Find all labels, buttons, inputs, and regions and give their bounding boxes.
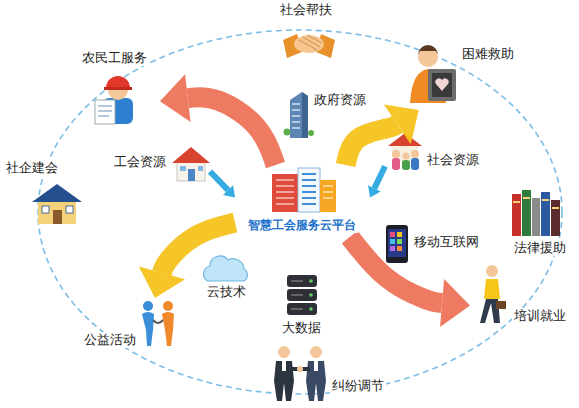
platform-title: 智慧工会服务云平台 — [246, 217, 358, 233]
node-label: 移动互联网 — [412, 234, 481, 250]
node-label: 社会资源 — [425, 152, 481, 168]
resource-node: 政府资源 — [280, 88, 370, 140]
node-label: 大数据 — [280, 320, 323, 336]
resource-node: 社会资源 — [385, 128, 485, 173]
node-label: 培训就业 — [512, 308, 568, 324]
service-node: 社会帮扶 — [268, 0, 348, 62]
node-label: 公益活动 — [82, 332, 138, 348]
government-building-icon — [284, 92, 315, 138]
service-node: 纠纷调节 — [268, 342, 393, 404]
node-label: 困难救助 — [460, 46, 516, 62]
family-house-icon — [388, 133, 422, 170]
node-label: 社企建会 — [4, 160, 60, 176]
arrow-head — [384, 104, 419, 144]
aid-person-icon — [410, 45, 456, 103]
worker-icon — [95, 76, 133, 124]
books-icon — [512, 190, 560, 236]
service-node: 农民工服务 — [70, 48, 160, 130]
technology-node: 云技术 — [195, 250, 255, 302]
service-node: 困难救助 — [405, 40, 520, 110]
platform-hub: 智慧工会服务云平台 — [235, 165, 370, 237]
flow-arrow — [160, 74, 276, 165]
charity-people-icon — [142, 301, 174, 346]
ring-dashed — [38, 30, 562, 394]
arrow-head — [223, 185, 235, 197]
platform-buildings-icon — [272, 168, 336, 212]
cloud-icon — [204, 256, 248, 281]
flow-arrow — [346, 104, 419, 165]
service-node: 培训就业 — [470, 262, 575, 332]
technology-node: 大数据 — [275, 272, 330, 338]
flow-arrow — [350, 237, 470, 327]
service-node: 公益活动 — [80, 298, 180, 353]
arrow-shaft — [374, 166, 385, 188]
mediation-men-icon — [274, 346, 326, 401]
union-house-icon — [172, 147, 210, 181]
arrow-shaft — [210, 172, 228, 191]
node-label: 社会帮扶 — [278, 2, 334, 18]
arrow-shaft — [346, 124, 398, 165]
handshake-icon — [283, 34, 335, 58]
technology-node: 移动互联网 — [382, 222, 484, 267]
arrow-head — [160, 74, 191, 122]
node-label: 工会资源 — [112, 154, 168, 170]
arrow-head — [368, 185, 381, 197]
node-label: 政府资源 — [312, 92, 368, 108]
job-seeker-icon — [480, 265, 506, 323]
server-icon — [287, 275, 317, 315]
arrow-head — [440, 279, 470, 327]
service-node: 社企建会 — [2, 158, 87, 228]
resource-arrow — [210, 172, 235, 198]
phone-icon — [386, 225, 408, 263]
service-node: 法律援助 — [508, 188, 576, 258]
arrow-shaft — [162, 223, 235, 273]
arrow-head — [139, 267, 185, 298]
node-label: 农民工服务 — [80, 50, 149, 66]
node-label: 云技术 — [205, 284, 248, 300]
enterprise-house-icon — [32, 184, 82, 224]
node-label: 法律援助 — [512, 240, 568, 256]
resource-node: 工会资源 — [110, 140, 210, 185]
resource-arrow — [368, 166, 385, 197]
arrow-shaft — [188, 97, 276, 165]
node-label: 纠纷调节 — [330, 378, 386, 394]
